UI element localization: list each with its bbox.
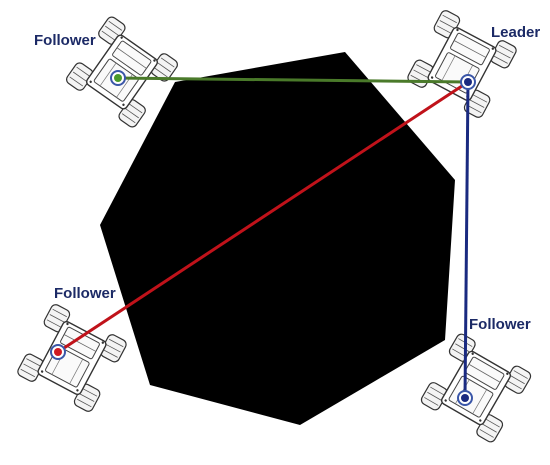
label-follower-bottom-right: Follower — [469, 316, 531, 333]
obstacle-polygon — [100, 52, 455, 425]
marker-leader — [460, 74, 476, 90]
label-follower-bottom-left: Follower — [54, 285, 116, 302]
link-green — [117, 76, 469, 84]
robot-follower-bottom-right — [418, 331, 534, 445]
link-red — [57, 80, 469, 354]
marker-follower-bottom-right — [457, 390, 473, 406]
robot-follower-bottom-left — [15, 302, 129, 414]
marker-follower-top-left — [110, 70, 126, 86]
label-follower-top-left: Follower — [34, 32, 96, 49]
link-blue — [463, 81, 470, 399]
label-leader: Leader — [491, 24, 541, 41]
marker-follower-bottom-left — [50, 344, 66, 360]
